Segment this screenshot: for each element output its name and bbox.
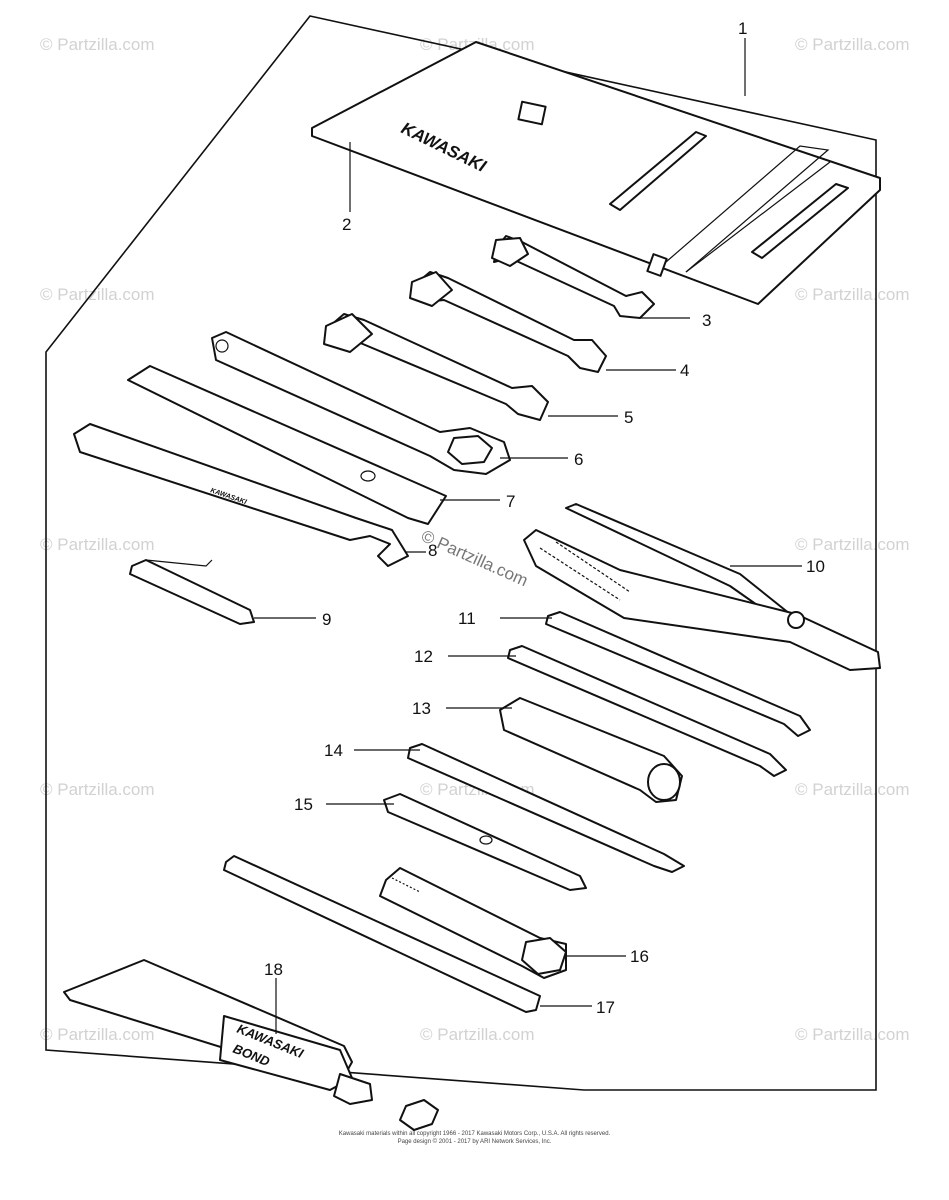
callout-15: 15 [294,795,313,814]
watermark: © Partzilla.com [40,780,155,799]
callout-2: 2 [342,215,351,234]
callout-14: 14 [324,741,343,760]
callout-13: 13 [412,699,431,718]
watermark: © Partzilla.com [40,535,155,554]
box-wrench [211,331,511,475]
flat-bar [127,365,447,525]
callout-9: 9 [322,610,331,629]
watermark: © Partzilla.com [795,35,910,54]
callout-4: 4 [680,361,689,380]
callout-labels: 1 2 3 4 5 6 7 8 9 10 11 12 13 14 15 16 1… [264,19,825,1017]
wrench-medium [409,271,607,373]
callout-11: 11 [458,609,476,628]
watermark: © Partzilla.com [795,285,910,304]
screwdriver-long [545,611,811,737]
callout-12: 12 [414,647,433,666]
phillips-bit [407,743,685,873]
wrench-small [491,235,655,319]
watermark: © Partzilla.com [40,1025,155,1044]
callout-7: 7 [506,492,515,511]
extension-rod [223,855,541,1013]
pliers [523,503,881,671]
callout-18: 18 [264,960,283,979]
kit-boundary [45,15,877,1091]
copyright-line-2: Page design © 2001 - 2017 by ARI Network… [397,1139,552,1145]
callout-3: 3 [702,311,711,330]
tool-pouch: KAWASAKI [311,41,881,305]
bond-tube: KAWASAKI BOND [63,959,439,1131]
spark-plug-socket [379,867,567,979]
watermark: © Partzilla.com [40,35,155,54]
flat-blade [383,793,587,891]
screwdriver-flat [507,645,787,777]
callout-5: 5 [624,408,633,427]
callout-1: 1 [738,19,747,38]
watermark: © Partzilla.com [795,535,910,554]
watermark: © Partzilla.com [40,285,155,304]
feeler-tool [129,559,255,625]
copyright-line-1: Kawasaki materials within all copyright … [338,1131,611,1137]
callout-10: 10 [806,557,825,576]
watermark: © Partzilla.com [420,1025,535,1044]
callout-16: 16 [630,947,649,966]
leader-lines [254,38,802,1034]
watermark: © Partzilla.com [795,1025,910,1044]
callout-6: 6 [574,450,583,469]
callout-8: 8 [428,541,437,560]
callout-17: 17 [596,998,615,1017]
wrench-large [323,313,549,421]
watermark: © Partzilla.com [795,780,910,799]
screwdriver-handle [499,697,683,803]
copyright-notice: Kawasaki materials within all copyright … [0,1130,949,1146]
